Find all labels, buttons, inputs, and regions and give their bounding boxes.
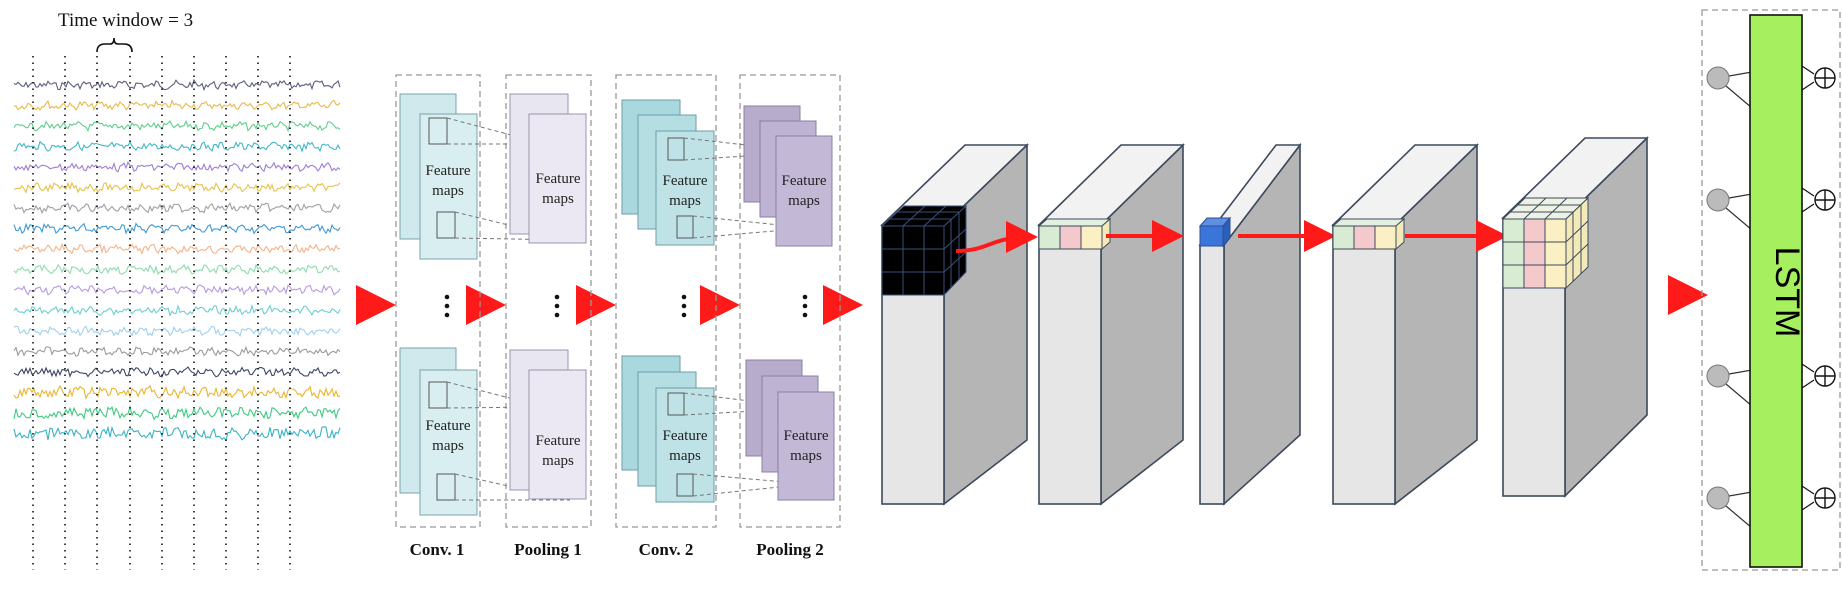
svg-text:Feature: Feature <box>782 173 827 189</box>
plus-icon <box>1815 68 1835 88</box>
connection-line <box>1725 85 1753 109</box>
connection-line <box>1728 369 1753 375</box>
arrow-icon <box>1801 363 1815 389</box>
block-1 <box>880 143 1029 506</box>
svg-text:maps: maps <box>542 191 574 207</box>
arrow-icon <box>955 221 1038 254</box>
stage-label-conv1: Conv. 1 <box>410 540 465 559</box>
svg-text:maps: maps <box>790 448 822 464</box>
arrow-icon <box>1801 485 1815 511</box>
block-5 <box>1501 136 1649 498</box>
eeg-signal-line <box>13 181 341 194</box>
arrow-icon <box>1801 65 1815 91</box>
time-window-dividers <box>32 56 291 570</box>
svg-text:maps: maps <box>788 193 820 209</box>
input-node <box>1706 364 1730 388</box>
svg-text:Feature: Feature <box>663 173 708 189</box>
svg-text:Feature: Feature <box>536 433 581 449</box>
lstm-label: LSTM <box>1768 247 1806 338</box>
connection-line <box>1728 193 1753 199</box>
conv2-box <box>615 74 717 528</box>
conv1-feature-maps: Feature maps Feature maps <box>399 93 571 516</box>
eeg-signal-line <box>13 325 341 338</box>
ellipsis-icons <box>444 294 808 318</box>
lstm-bar <box>1749 14 1803 568</box>
input-node <box>1706 188 1730 212</box>
lstm-units <box>1706 65 1836 529</box>
eeg-signal-line <box>13 425 341 442</box>
eeg-signal-line <box>13 366 341 378</box>
block-4 <box>1331 143 1479 506</box>
conv1-box <box>395 74 481 528</box>
svg-text:maps: maps <box>432 438 464 454</box>
svg-text:maps: maps <box>542 453 574 469</box>
block-3 <box>1198 142 1302 506</box>
eeg-signal-line <box>13 345 341 357</box>
eeg-signals <box>13 78 341 442</box>
svg-text:Feature: Feature <box>536 171 581 187</box>
connection-line <box>1728 71 1753 77</box>
eeg-signal-line <box>13 242 341 255</box>
block-2 <box>1037 143 1185 506</box>
eeg-signal-line <box>13 99 341 112</box>
eeg-signal-line <box>13 78 341 92</box>
stage-label-pool2: Pooling 2 <box>756 540 824 559</box>
eeg-signal-line <box>13 119 341 133</box>
lstm-section: LSTM <box>1701 9 1841 571</box>
svg-text:maps: maps <box>669 448 701 464</box>
svg-text:maps: maps <box>432 183 464 199</box>
stage-label-pool1: Pooling 1 <box>514 540 582 559</box>
eeg-signal-line <box>13 404 341 421</box>
lstm-box <box>1701 9 1841 571</box>
svg-text:Feature: Feature <box>426 163 471 179</box>
connection-line <box>1725 207 1753 231</box>
arrow-icon <box>1801 187 1815 213</box>
svg-text:maps: maps <box>669 193 701 209</box>
stage-label-conv2: Conv. 2 <box>639 540 694 559</box>
eeg-signal-line <box>13 160 341 173</box>
stage-boxes <box>395 74 841 528</box>
pool2-box <box>739 74 841 528</box>
eeg-signal-line <box>13 284 341 296</box>
eeg-signal-line <box>13 140 341 154</box>
conv2-feature-maps: Feature maps Feature maps <box>621 99 809 503</box>
eeg-signal-line <box>13 201 341 215</box>
eeg-signal-line <box>13 263 341 276</box>
eeg-signal-line <box>13 384 341 400</box>
svg-text:Feature: Feature <box>784 428 829 444</box>
flow-arrows <box>356 275 1708 325</box>
plus-icon <box>1815 190 1835 210</box>
eeg-signal-line <box>13 222 341 235</box>
connection-line <box>1725 505 1753 529</box>
svg-text:Feature: Feature <box>426 418 471 434</box>
connection-line <box>1728 491 1753 497</box>
pool1-feature-maps: Feature maps Feature maps <box>509 93 587 500</box>
pool1-box <box>505 74 592 528</box>
connection-line <box>1725 383 1753 407</box>
svg-text:Feature: Feature <box>663 428 708 444</box>
pool2-feature-maps: Feature maps Feature maps <box>743 105 835 501</box>
eeg-signal-line <box>13 303 341 317</box>
plus-icon <box>1815 488 1835 508</box>
plus-icon <box>1815 366 1835 386</box>
time-window-label: Time window = 3 <box>58 10 193 31</box>
input-node <box>1706 486 1730 510</box>
input-node <box>1706 66 1730 90</box>
brace-icon <box>96 37 133 53</box>
